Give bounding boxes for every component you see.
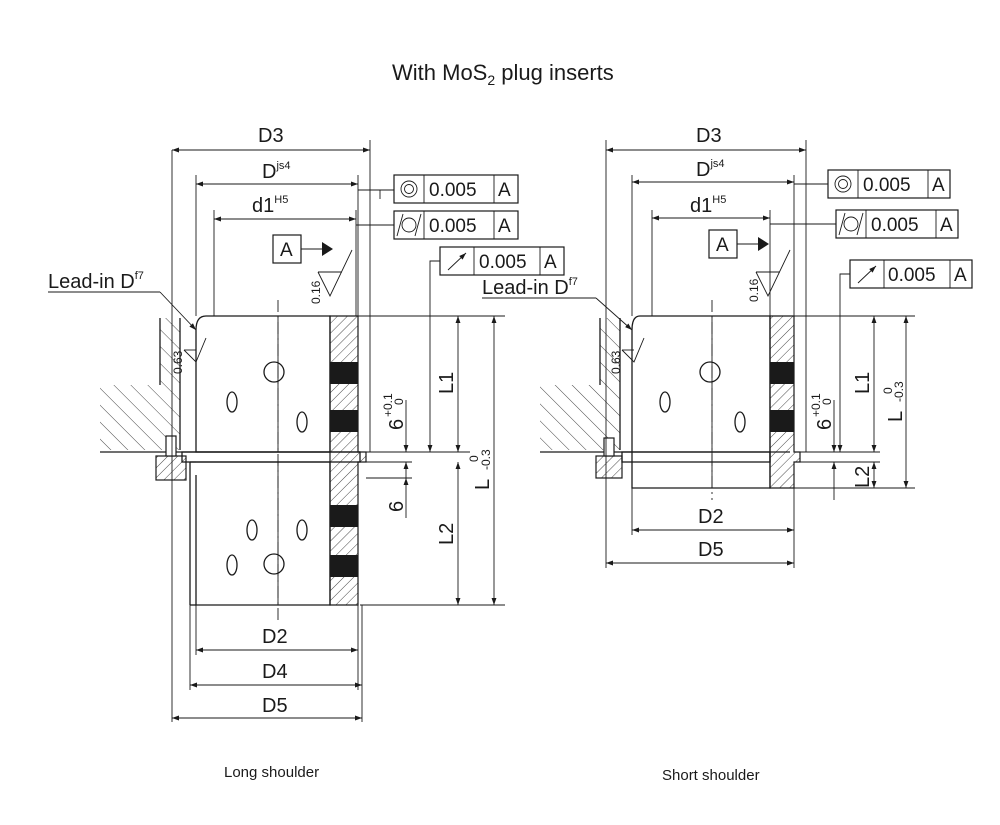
plug-insert-2 — [330, 410, 358, 432]
shoulder-flange-short — [621, 451, 771, 463]
concentricity-icon-short — [834, 175, 852, 193]
plug-insert-3 — [330, 505, 358, 527]
svg-text:A: A — [280, 240, 293, 261]
plug-insert-4 — [330, 555, 358, 577]
plug-insert-s2 — [770, 410, 794, 432]
dim-6-upper: 6 — [386, 419, 408, 430]
dim-l2-short: L2 — [852, 466, 874, 488]
svg-text:0.005: 0.005 — [429, 216, 477, 237]
bushing-lower — [195, 461, 331, 606]
dim-d2-short: D2 — [698, 506, 724, 528]
dim-d1-short: d1H5 — [690, 194, 726, 217]
cylindricity-frame-short: 0.005 A — [835, 209, 959, 239]
concentricity-frame: 0.005 A — [393, 174, 519, 204]
svg-text:0.005: 0.005 — [429, 180, 477, 201]
svg-text:0.005: 0.005 — [871, 215, 919, 236]
svg-text:A: A — [544, 252, 557, 273]
concentricity-icon — [400, 180, 418, 198]
svg-text:A: A — [498, 216, 511, 237]
figure-title: With MoS2 plug inserts — [392, 60, 614, 88]
dim-l2: L2 — [436, 523, 458, 545]
svg-text:A: A — [498, 180, 511, 201]
svg-text:0.005: 0.005 — [479, 252, 527, 273]
roughness-lead-short: 0.63 — [609, 337, 645, 374]
cylindricity-icon — [396, 213, 422, 237]
svg-text:A: A — [932, 175, 945, 196]
title-subscript: 2 — [487, 72, 495, 88]
svg-text:0.16: 0.16 — [309, 280, 323, 304]
dim-l: L — [472, 479, 494, 490]
roughness-bore-short: 0.16 — [747, 249, 791, 302]
set-screw-short — [595, 455, 623, 479]
concentricity-frame-short: 0.005 A — [827, 169, 951, 199]
svg-text:A: A — [716, 235, 729, 256]
dim-l-tol-upper-short: 0 — [881, 387, 895, 394]
dim-6-tol-lower-short: 0 — [820, 398, 834, 405]
runout-icon — [447, 252, 467, 271]
dim-6-short: 6 — [814, 419, 836, 430]
svg-text:A: A — [954, 265, 967, 286]
runout-frame: 0.005 A — [427, 246, 565, 452]
dim-6-tol-upper: +0.1 — [381, 393, 395, 417]
dim-d2: D2 — [262, 626, 288, 648]
dim-l-short: L — [885, 411, 907, 422]
caption-short-shoulder: Short shoulder — [662, 767, 760, 784]
long-shoulder-view: D3 Djs4 d1H5 0.005 A 0.005 — [48, 125, 565, 781]
housing-section — [100, 318, 180, 450]
bushing-upper — [195, 315, 331, 453]
title-prefix: With MoS — [392, 60, 487, 85]
plug-holes-short — [659, 361, 746, 433]
dim-l-tol-lower-short: -0.3 — [892, 381, 906, 402]
dim-d3-short: D3 — [696, 125, 722, 147]
svg-text:0.63: 0.63 — [171, 350, 185, 374]
plug-insert-s1 — [770, 362, 794, 384]
wall-section-short — [769, 315, 801, 489]
lead-in-label-short: Lead-in Df7 — [482, 276, 578, 299]
roughness-lead: 0.63 — [171, 337, 207, 374]
plug-insert-1 — [330, 362, 358, 384]
short-shoulder-view: D3 Djs4 d1H5 0.005 A 0.005 A — [482, 125, 973, 784]
dim-d: Djs4 — [262, 160, 291, 183]
datum-a-marker: A — [272, 234, 333, 264]
svg-text:0.005: 0.005 — [863, 175, 911, 196]
housing-section-short — [540, 318, 620, 450]
dim-6-lower: 6 — [386, 501, 408, 512]
cylindricity-icon-short — [838, 212, 864, 236]
dim-6-tol-upper-short: +0.1 — [809, 393, 823, 417]
dim-d5-short: D5 — [698, 539, 724, 561]
dim-l1-short: L1 — [852, 372, 874, 394]
set-screw — [155, 455, 187, 481]
svg-text:0.16: 0.16 — [747, 278, 761, 302]
svg-text:0.63: 0.63 — [609, 350, 623, 374]
title-suffix: plug inserts — [495, 60, 614, 85]
svg-text:0.005: 0.005 — [888, 265, 936, 286]
dim-d1: d1H5 — [252, 194, 288, 217]
datum-a-marker-short: A — [708, 229, 769, 259]
dim-d5: D5 — [262, 695, 288, 717]
dim-l1: L1 — [436, 372, 458, 394]
caption-long-shoulder: Long shoulder — [224, 764, 319, 781]
dim-6-tol-lower: 0 — [392, 398, 406, 405]
svg-text:A: A — [940, 215, 953, 236]
bushing-body-short — [631, 315, 771, 489]
plug-holes — [226, 361, 308, 576]
runout-frame-short: 0.005 A — [837, 259, 973, 452]
lead-in-label: Lead-in Df7 — [48, 270, 144, 293]
dim-l-tol-upper: 0 — [467, 455, 481, 462]
dim-l-tol-lower: -0.3 — [479, 449, 493, 470]
dim-d4: D4 — [262, 661, 288, 683]
roughness-bore: 0.16 — [309, 249, 353, 304]
dim-d-short: Djs4 — [696, 158, 725, 181]
cylindricity-frame: 0.005 A — [393, 210, 519, 240]
runout-icon-short — [857, 265, 877, 284]
dim-d3: D3 — [258, 125, 284, 147]
